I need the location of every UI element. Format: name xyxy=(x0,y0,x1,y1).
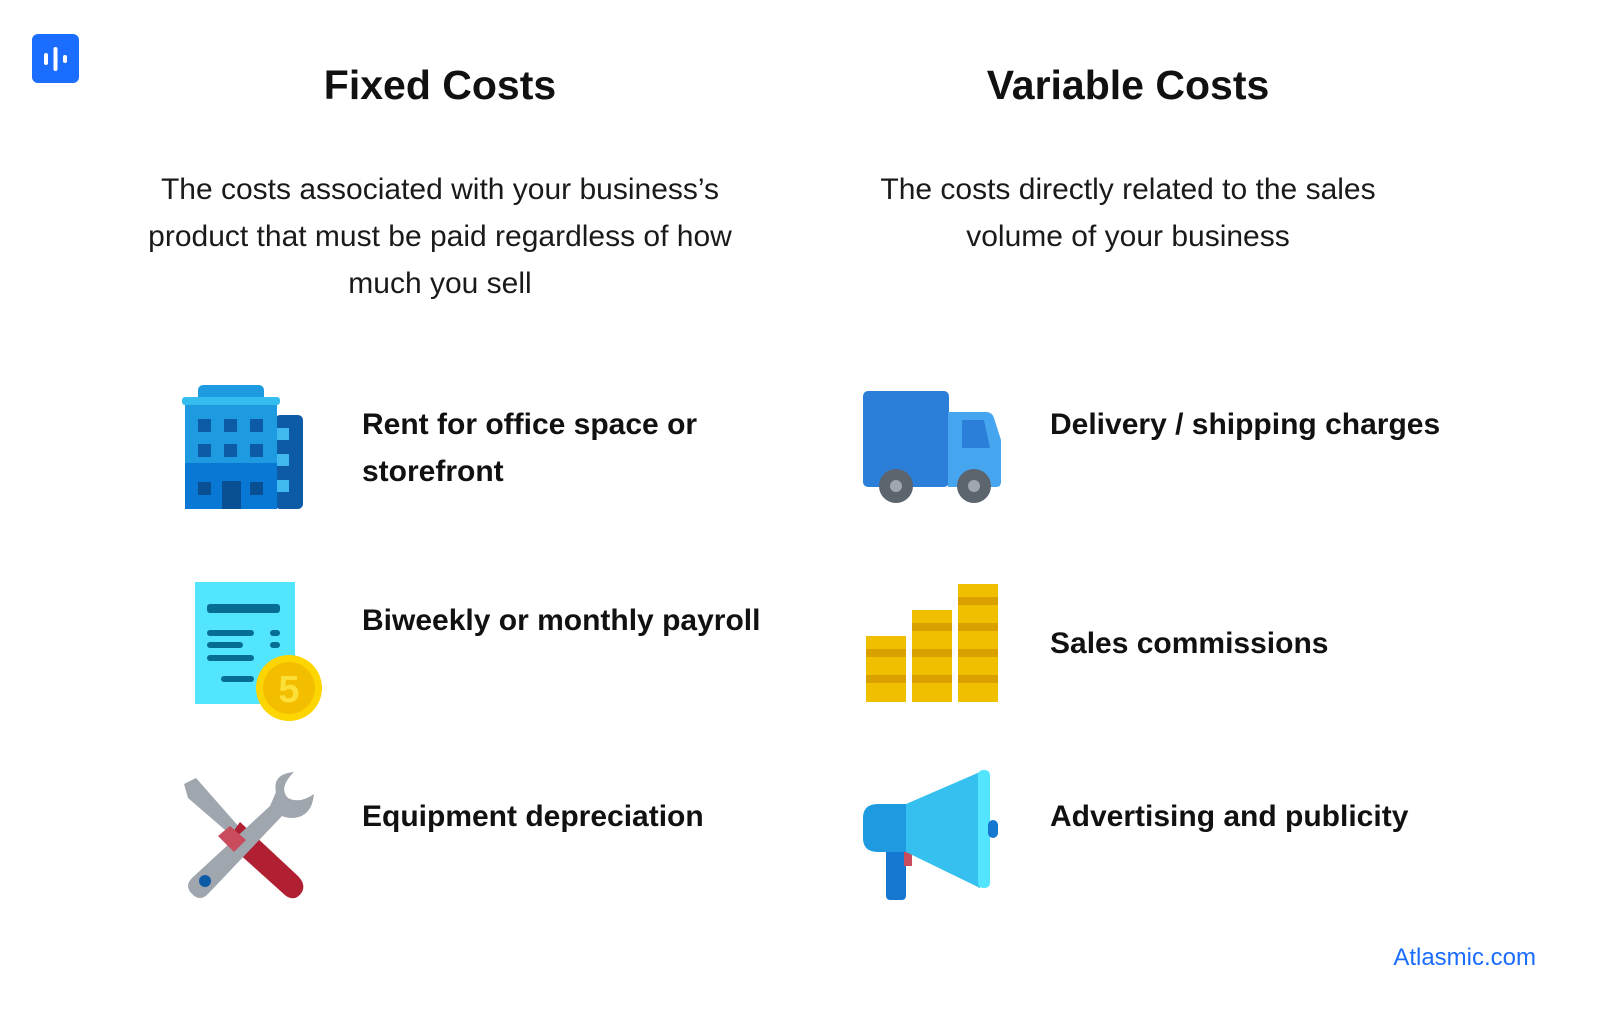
svg-text:5: 5 xyxy=(278,669,299,711)
variable-item-advertising: Advertising and publicity xyxy=(1050,800,1409,833)
footer-brand-link[interactable]: Atlasmic.com xyxy=(1393,944,1536,971)
variable-item-delivery: Delivery / shipping charges xyxy=(1050,408,1441,441)
tools-icon xyxy=(184,772,314,899)
variable-item-commissions: Sales commissions xyxy=(1050,627,1329,660)
fixed-costs-description: The costs associated with your business’… xyxy=(148,173,732,300)
office-building-icon xyxy=(182,385,303,509)
fixed-costs-title: Fixed Costs xyxy=(323,62,557,108)
fixed-item-payroll: Biweekly or monthly payroll xyxy=(362,604,761,637)
variable-costs-description: The costs directly related to the sales … xyxy=(880,173,1376,253)
megaphone-icon xyxy=(863,770,998,900)
payroll-receipt-icon: 5 xyxy=(195,582,322,721)
fixed-item-equipment: Equipment depreciation xyxy=(362,800,704,833)
variable-costs-title: Variable Costs xyxy=(986,62,1270,108)
fixed-item-rent: Rent for office space or storefront xyxy=(362,408,698,488)
delivery-truck-icon xyxy=(863,391,1001,503)
logo xyxy=(32,34,79,83)
audio-bars-icon xyxy=(44,47,67,71)
coin-stacks-icon xyxy=(866,584,998,702)
